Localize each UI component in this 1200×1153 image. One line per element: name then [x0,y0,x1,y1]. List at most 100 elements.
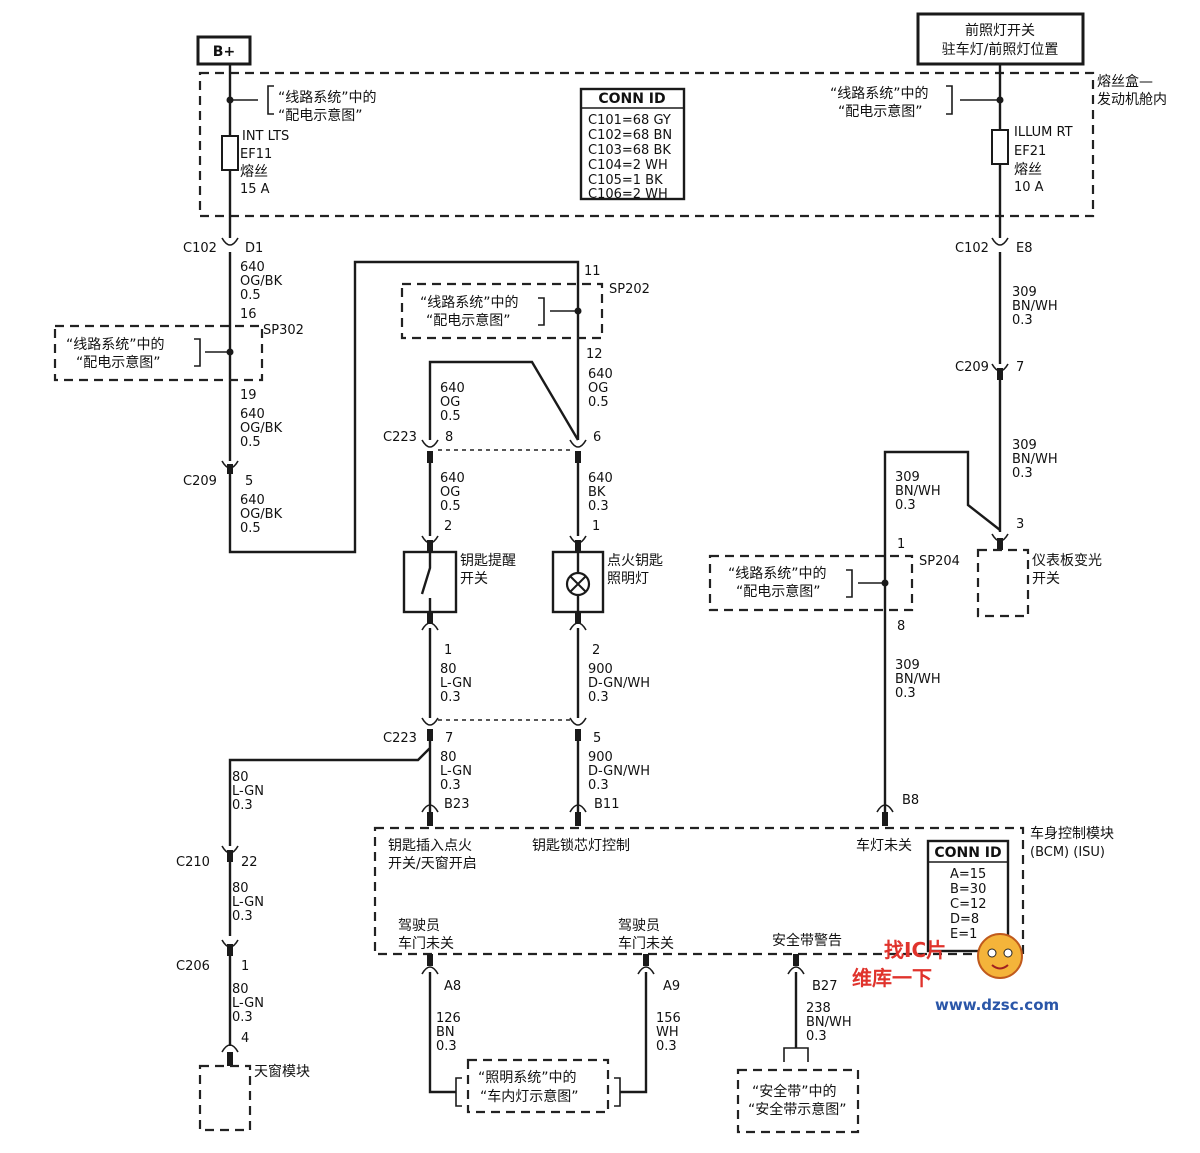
pin-label: 6 [593,430,601,445]
sunroof-module-label: 天窗模块 [254,1063,310,1080]
bcm-pin-label: 钥匙锁芯灯控制 [532,838,630,854]
pin-label: 16 [240,307,257,322]
fuse-ef21-icon [991,129,1009,165]
wire-label: 80 [440,750,457,765]
bcm-subtitle: (BCM) (ISU) [1030,845,1105,860]
label: C210 [176,855,210,870]
splice-label: SP202 [609,282,650,297]
wire-label: 640 [440,381,465,396]
wire-label: 0.3 [440,778,461,793]
dimmer-label: 开关 [1032,571,1060,587]
fuse-box-outline [198,71,1095,218]
lamp-label: 点火钥匙 [607,553,663,569]
wire-label: OG/BK [240,421,283,436]
conn-id-1-row: C102=68 BN [588,128,672,143]
pin-label: B23 [444,797,469,812]
label: C223 [383,430,417,445]
wire-label: 156 [656,1011,681,1026]
pin-label: 11 [584,264,601,279]
pin-label: E8 [1016,241,1033,256]
pin-label: A8 [444,979,461,994]
seatbelt-ref-box [736,1068,860,1134]
pin-label: 5 [245,474,253,489]
wire-label: L-GN [232,784,264,799]
wire-label: 900 [588,750,613,765]
wire-label: 0.3 [588,499,609,514]
pin-label: 1 [444,643,452,658]
switch-contact-icon [420,552,432,612]
wire-label: L-GN [440,676,472,691]
wire-label: 0.3 [588,778,609,793]
key-switch-label: 钥匙提醒 [460,553,516,569]
lighting-ref-text: “车内灯示意图” [480,1088,579,1105]
wire-label: 238 [806,1001,831,1016]
splice-sp302-box [53,324,264,382]
pin-label: 1 [897,537,905,552]
wire-label: 0.5 [440,499,461,514]
wire-label: 309 [1012,285,1037,300]
conn-id-2-title: CONN ID [934,845,1001,861]
wire-label: 0.3 [1012,466,1033,481]
seatbelt-ref-text: “安全带”中的 [752,1083,837,1100]
conn-id-1-row: C105=1 BK [588,173,663,188]
fuse-right-label: 熔丝 [1014,162,1042,178]
connector-c102-left [221,237,239,246]
wire-label: 0.3 [588,690,609,705]
pin-label: 1 [592,519,600,534]
headlamp-switch-line2: 驻车灯/前照灯位置 [942,41,1059,58]
pin-label: 4 [241,1031,249,1046]
wire-label: 309 [1012,438,1037,453]
wire-label: 640 [440,471,465,486]
label: C206 [176,959,210,974]
wire-label: OG/BK [240,274,283,289]
wire-label: 640 [588,367,613,382]
wire-label: OG [588,381,608,396]
label: C223 [383,731,417,746]
conn-id-2-row: C=12 [950,897,987,912]
conn-id-table-1: CONN ID C101=68 GY C102=68 BN C103=68 BK… [579,87,686,202]
wire-label: 0.5 [240,521,261,536]
wire-label: 80 [232,881,249,896]
wire-label: 0.3 [895,686,916,701]
wire-label: 0.3 [895,498,916,513]
fuse-right-id: EF21 [1014,144,1046,159]
wire-label: D-GN/WH [588,676,650,691]
wire-label: 80 [440,662,457,677]
wire-label: 309 [895,470,920,485]
conn-id-2-row: E=1 [950,927,977,942]
pin-label: 7 [1016,360,1024,375]
label: C102 [183,241,217,256]
bcm-pin-label: 车灯未关 [856,837,912,854]
fuse-left-label: 熔丝 [240,164,268,180]
fuse-left-name: INT LTS [242,129,289,144]
bcm-pin-label: 驾驶员 [618,918,660,934]
label: C209 [183,474,217,489]
wire-label: D-GN/WH [588,764,650,779]
label: D1 [245,241,263,256]
wire-label: 640 [240,407,265,422]
power-ref-sp202-1: “线路系统”中的 [420,295,519,311]
connector-c223-lower [421,717,439,726]
pin-label: 2 [592,643,600,658]
bcm-title: 车身控制模块 [1030,825,1114,842]
wire-label: 900 [588,662,613,677]
wire-label: BN [436,1025,455,1040]
pin-label: 8 [445,430,453,445]
pin-label: 5 [593,731,601,746]
headlamp-switch-line1: 前照灯开关 [965,22,1035,39]
wire-label: 0.3 [232,798,253,813]
bcm-pin-label: 驾驶员 [398,918,440,934]
conn-id-1-row: C103=68 BK [588,143,671,158]
power-ref-sp302-2: “配电示意图” [76,354,161,371]
fuse-ef11-icon [221,135,239,171]
pin-label: 8 [897,619,905,634]
wire-label: 0.3 [232,909,253,924]
bcm-pin-label: 安全带警告 [772,932,842,949]
conn-id-2-row: D=8 [950,912,979,927]
conn-id-table-2: CONN ID A=15 B=30 C=12 D=8 E=1 [926,839,1010,953]
wire-label: L-GN [440,764,472,779]
mascot-icon [977,933,1023,979]
seatbelt-ref-text: “安全带示意图” [748,1101,847,1118]
key-switch-label: 开关 [460,571,488,587]
wire-label: 80 [232,982,249,997]
